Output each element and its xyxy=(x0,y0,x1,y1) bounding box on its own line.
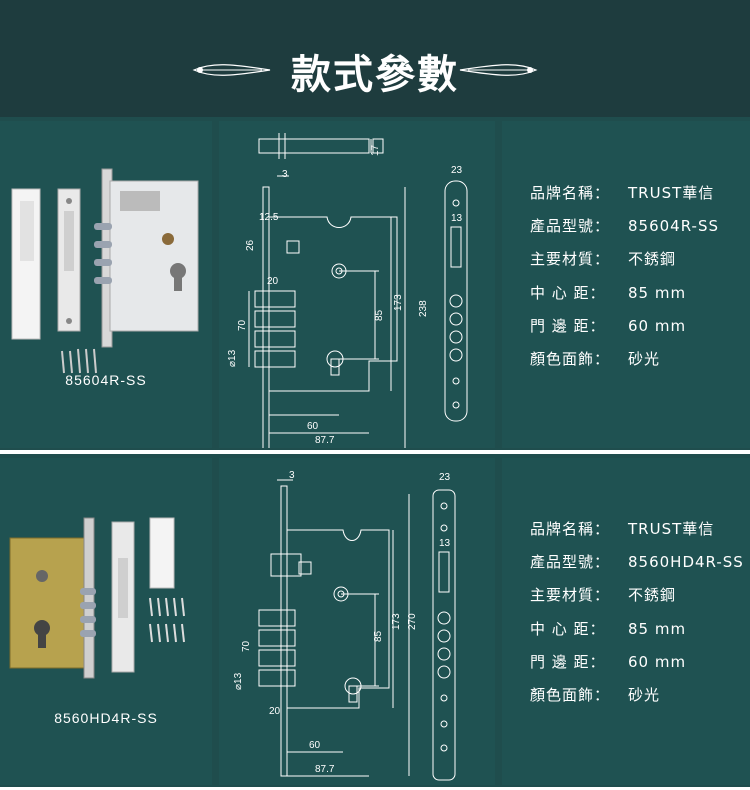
dim-23: 23 xyxy=(451,165,463,176)
dim-173: 173 xyxy=(391,613,402,630)
dim-13: 13 xyxy=(439,538,451,549)
dim-13-dia: ⌀13 xyxy=(227,349,238,367)
dim-length: 238 xyxy=(418,300,429,317)
dim-17: 17 xyxy=(370,144,381,156)
spec-row-brand: 品牌名稱：TRUST華信 xyxy=(530,520,715,538)
spec-panel: 品牌名稱：TRUST華信 產品型號：85604R-SS 主要材質：不銹鋼 中 心… xyxy=(502,121,750,448)
product-photo-panel: 85604R-SS xyxy=(0,121,212,448)
dim-60: 60 xyxy=(309,740,321,751)
header-banner: 款式參數 xyxy=(0,0,750,117)
spec-row-backset: 門 邊 距：60 mm xyxy=(530,317,687,335)
dim-70: 70 xyxy=(241,640,252,652)
dim-173: 173 xyxy=(393,294,404,311)
dim-70: 70 xyxy=(237,319,248,331)
dim-87-7: 87.7 xyxy=(315,764,335,775)
dim-20: 20 xyxy=(269,706,281,717)
spec-row-center-distance: 中 心 距：85 mm xyxy=(530,620,687,638)
product-model-caption: 85604R-SS xyxy=(65,372,147,388)
spec-row-finish: 顏色面飾：砂光 xyxy=(530,686,661,704)
dim-3: 3 xyxy=(282,169,288,180)
lock-dimension-drawing: 17 3 12.5 26 20 70 ⌀13 85 xyxy=(227,133,468,450)
dim-23: 23 xyxy=(439,472,451,483)
dim-87-7: 87.7 xyxy=(315,435,335,446)
dim-85: 85 xyxy=(374,309,385,321)
left-ornament-icon xyxy=(192,64,271,76)
lock-photo xyxy=(9,517,185,679)
lock-dimension-drawing: 3 70 ⌀13 20 85 173 270 60 xyxy=(233,470,456,781)
technical-drawing-panel: 17 3 12.5 26 20 70 ⌀13 85 xyxy=(219,121,495,450)
dim-13: 13 xyxy=(451,213,463,224)
page-title: 款式參數 xyxy=(291,52,459,98)
spec-row-model: 產品型號：85604R-SS xyxy=(530,217,719,235)
dim-20: 20 xyxy=(267,276,279,287)
dim-3: 3 xyxy=(289,470,295,481)
spec-panel: 品牌名稱：TRUST華信 產品型號：8560HD4R-SS 主要材質：不銹鋼 中… xyxy=(502,458,750,785)
product-photo-panel: 8560HD4R-SS xyxy=(0,458,212,785)
spec-row-finish: 顏色面飾：砂光 xyxy=(530,350,661,368)
spec-row-material: 主要材質：不銹鋼 xyxy=(530,586,677,604)
dim-26: 26 xyxy=(245,239,256,251)
product-section-1: 85604R-SS 17 3 12.5 26 20 70 ⌀13 xyxy=(0,117,750,450)
right-ornament-icon xyxy=(459,64,538,76)
spec-row-model: 產品型號：8560HD4R-SS xyxy=(530,553,744,571)
spec-row-backset: 門 邊 距：60 mm xyxy=(530,653,687,671)
technical-drawing-panel: 3 70 ⌀13 20 85 173 270 60 xyxy=(219,458,495,785)
dim-13-dia: ⌀13 xyxy=(233,672,244,690)
dim-12-5: 12.5 xyxy=(259,212,279,223)
spec-row-brand: 品牌名稱：TRUST華信 xyxy=(530,184,715,202)
product-section-2: 8560HD4R-SS 3 70 ⌀13 20 85 173 270 xyxy=(0,454,750,787)
dim-85: 85 xyxy=(373,630,384,642)
dim-60: 60 xyxy=(307,421,319,432)
dim-length: 270 xyxy=(407,613,418,630)
spec-row-center-distance: 中 心 距：85 mm xyxy=(530,284,687,302)
product-model-caption: 8560HD4R-SS xyxy=(54,710,158,726)
lock-photo xyxy=(11,168,199,374)
spec-row-material: 主要材質：不銹鋼 xyxy=(530,250,677,268)
